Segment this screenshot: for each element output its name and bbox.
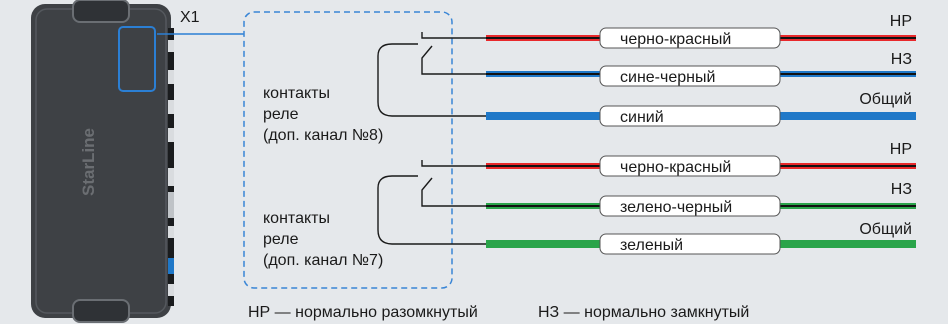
terminal-label-relay2-nr: НР [890,141,912,158]
terminal-label-relay1-nz: НЗ [891,51,912,68]
bottom-latch [72,299,130,323]
module-body [31,4,171,318]
top-latch [72,0,130,23]
relay2-contact-symbol [377,160,486,245]
terminal-label-relay1-nr: НР [890,13,912,30]
brand-logo-text: StarLine [79,128,98,196]
legend-nz: НЗ — нормально замкнутый [538,304,749,321]
terminal-label-relay1-common: Общий [859,91,912,108]
terminal-label-relay2-common: Общий [859,221,912,238]
relay1-caption-line3: (доп. канал №8) [263,127,383,144]
connector-x1-highlight [118,26,156,92]
relay2-caption-line2: реле [263,231,299,248]
wire-label-relay2-nr: черно-красный [620,159,731,176]
relay-block-outline [243,11,453,289]
relay1-contact-symbol [377,32,486,117]
wire-label-relay1-nz: сине-черный [620,69,715,86]
wire-label-relay1-nr: черно-красный [620,31,731,48]
connector-label: X1 [180,9,200,26]
connector-strip [168,28,174,306]
relay1-caption-line2: реле [263,106,299,123]
wire-label-relay1-common: синий [620,109,664,126]
relay2-caption-line3: (доп. канал №7) [263,252,383,269]
legend-nr: НР — нормально разомкнутый [248,304,478,321]
relay2-caption-line1: контакты [263,210,330,227]
relay1-caption-line1: контакты [263,85,330,102]
starline-module: StarLine [31,0,174,323]
wire-label-relay2-common: зеленый [620,237,683,254]
terminal-label-relay2-nz: НЗ [891,181,912,198]
wire-label-relay2-nz: зелено-черный [620,199,732,216]
